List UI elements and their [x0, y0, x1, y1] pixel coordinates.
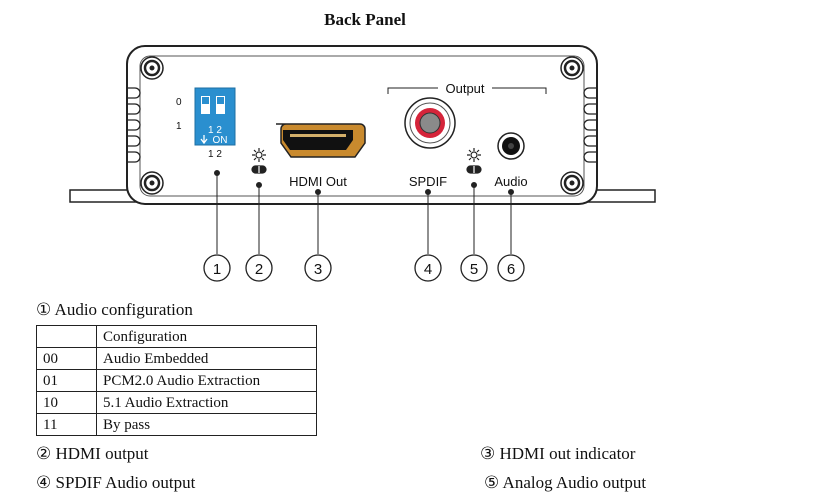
config-heading: ① Audio configuration	[36, 300, 193, 319]
spdif-label: SPDIF	[409, 174, 447, 189]
table-row: 10 5.1 Audio Extraction	[36, 391, 317, 414]
dip-row-label-0: 0	[176, 97, 182, 108]
screw-bottom-right-icon	[560, 171, 584, 195]
output-group-label: Output	[445, 81, 484, 96]
output-bracket-right	[492, 87, 547, 94]
callout-3: 3	[314, 261, 322, 278]
callout-5: 5	[470, 261, 478, 278]
right-vent-ribs	[583, 87, 597, 163]
callout-1: 1	[213, 261, 221, 278]
audio-label: Audio	[494, 174, 527, 189]
dip-switch[interactable]: 1 2 ON	[194, 87, 236, 146]
config-desc: Audio Embedded	[96, 347, 317, 370]
table-row: 00 Audio Embedded	[36, 347, 317, 370]
led-indicator-spdif-icon	[466, 148, 482, 174]
dip-bottom-numbers: 1 2	[208, 149, 222, 160]
table-row: 11 By pass	[36, 413, 317, 436]
callout-2: 2	[255, 261, 263, 278]
config-desc: 5.1 Audio Extraction	[96, 391, 317, 414]
callout-circles	[203, 254, 525, 282]
output-bracket-left	[387, 87, 438, 94]
config-desc: PCM2.0 Audio Extraction	[96, 369, 317, 392]
config-code: 01	[36, 369, 97, 392]
left-vent-ribs	[127, 87, 141, 163]
config-desc: By pass	[96, 413, 317, 436]
back-panel-drawing: 1 2 ON 0 1 1 2 HDMI Out Output SPDIF	[69, 45, 656, 282]
legend-item-3: ③ HDMI out indicator	[480, 444, 636, 463]
hdmi-out-label: HDMI Out	[289, 174, 347, 189]
legend-item-4: ④ SPDIF Audio output	[36, 473, 196, 492]
legend-item-5: ⑤ Analog Audio output	[484, 473, 647, 492]
callout-6: 6	[507, 261, 515, 278]
spdif-port[interactable]	[404, 97, 456, 149]
config-code: 10	[36, 391, 97, 414]
diagram-title: Back Panel	[324, 10, 406, 29]
table-header-cell	[36, 325, 97, 348]
audio-jack[interactable]	[497, 132, 525, 160]
callout-4: 4	[424, 261, 432, 278]
led-indicator-hdmi-icon	[251, 148, 267, 174]
config-code: 00	[36, 347, 97, 370]
screw-top-right-icon	[560, 56, 584, 80]
dip-switch-on-label: ON	[213, 135, 228, 146]
dip-switch-numbers: 1 2	[208, 125, 222, 136]
audio-config-table: Configuration 00 Audio Embedded 01 PCM2.…	[36, 325, 317, 436]
table-row: 01 PCM2.0 Audio Extraction	[36, 369, 317, 392]
legend-item-2: ② HDMI output	[36, 444, 149, 463]
screw-top-left-icon	[140, 56, 164, 80]
table-header-row: Configuration	[36, 325, 317, 348]
config-code: 11	[36, 413, 97, 436]
callout-leaders	[214, 170, 514, 254]
dip-row-label-1: 1	[176, 121, 182, 132]
table-header-cell: Configuration	[96, 325, 317, 348]
screw-bottom-left-icon	[140, 171, 164, 195]
down-arrow-icon	[200, 135, 208, 145]
hdmi-port[interactable]	[276, 123, 366, 158]
